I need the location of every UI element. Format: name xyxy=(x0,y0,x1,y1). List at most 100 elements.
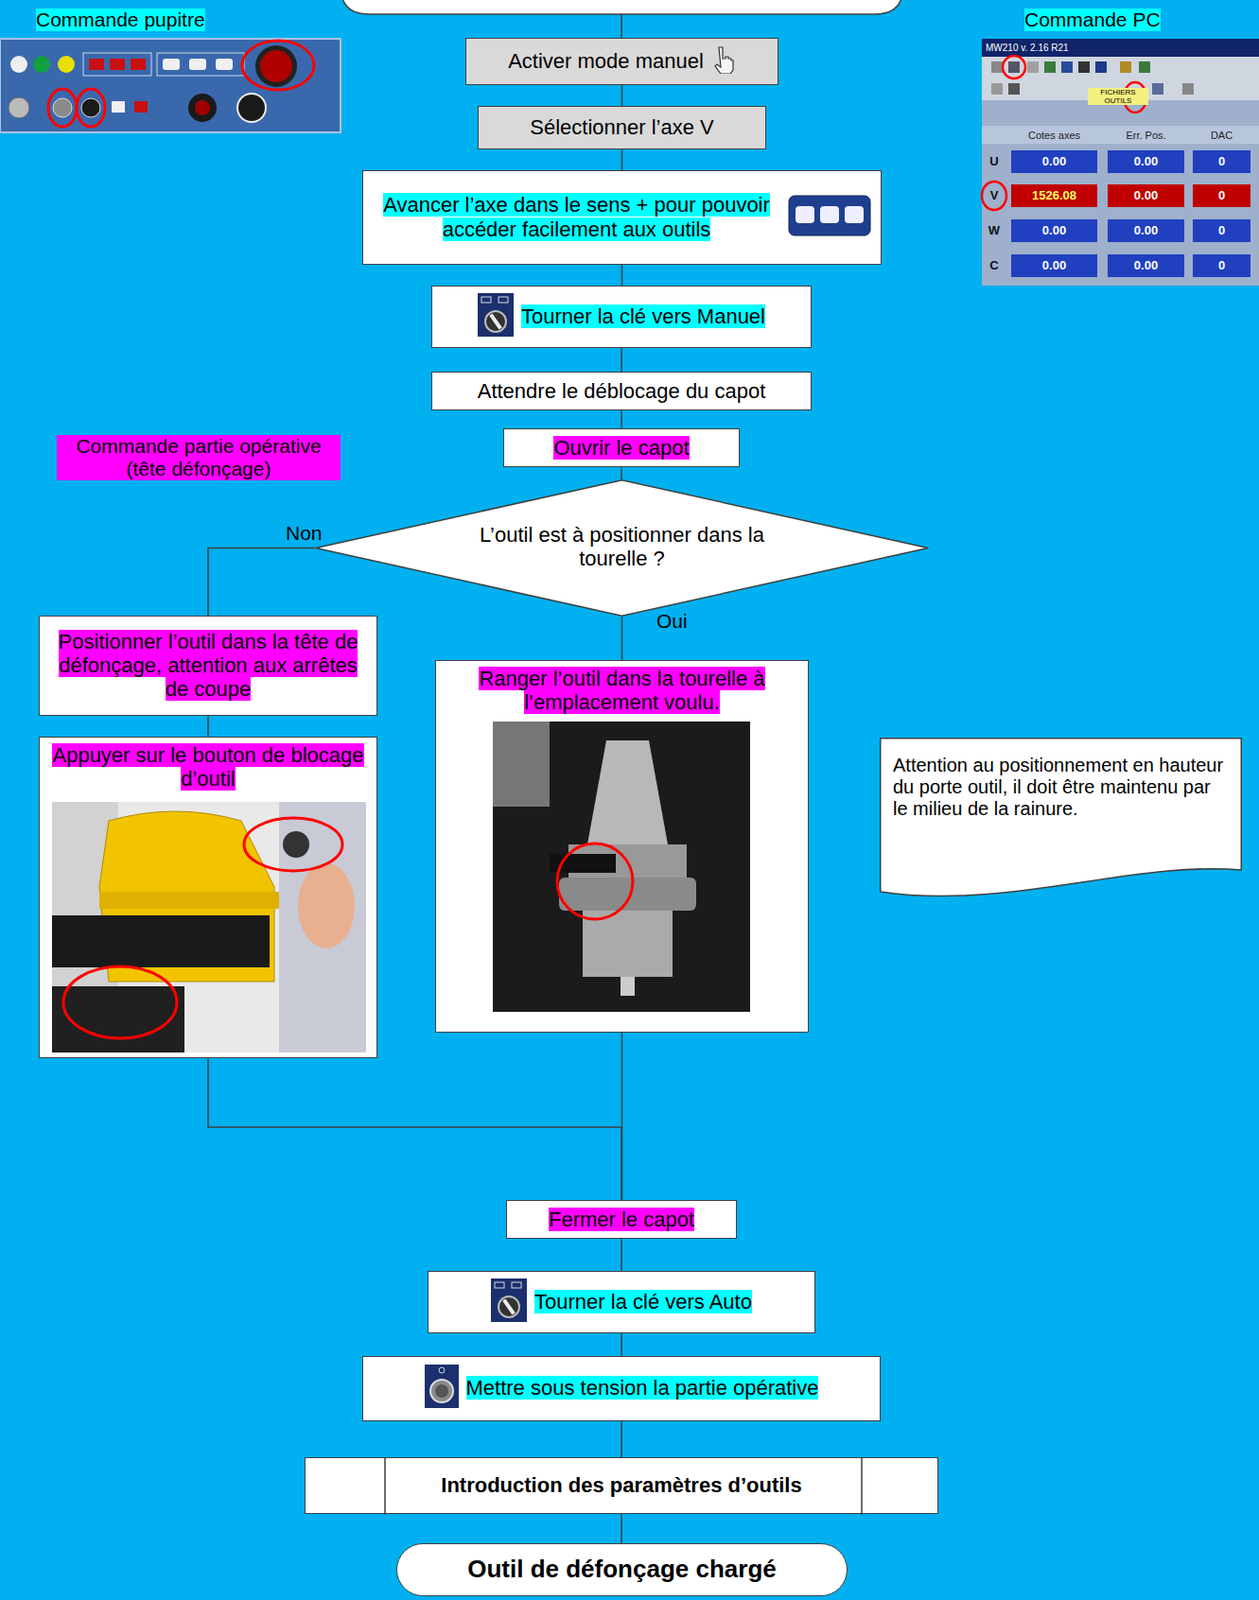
edge-label-text: Oui xyxy=(654,610,690,633)
node-content: Outil de défonçage chargé xyxy=(397,1552,847,1589)
icon xyxy=(490,1278,527,1327)
node-text-block: Introduction des paramètres d’outils xyxy=(440,1473,802,1498)
node-text: Attention au positionnement en hauteur d… xyxy=(892,754,1224,820)
node-content: Tourner la clé vers Auto xyxy=(428,1275,815,1330)
label-text: 0.00 xyxy=(1134,259,1158,274)
label-text: Commande PC xyxy=(1024,8,1161,32)
connector xyxy=(621,616,624,661)
connector xyxy=(207,716,210,737)
label-text: DAC xyxy=(1210,129,1233,142)
table-cell: 0 xyxy=(1192,254,1251,278)
edge-label: Non xyxy=(283,522,325,545)
label-text: MW210 v. 2.16 R21 xyxy=(985,42,1069,54)
table-cell: U xyxy=(983,150,1005,174)
label: Cotes axes xyxy=(1011,127,1098,143)
table-cell: 0 xyxy=(1192,184,1251,208)
process-box: Appuyer sur le bouton de blocage d’outil xyxy=(38,736,378,1059)
node-text-block: Avancer l’axe dans le sens + pour pouvoi… xyxy=(372,192,781,242)
node-content: Ranger l’outil dans la tourelle à l’empl… xyxy=(436,663,808,719)
label-text: 0.00 xyxy=(1042,224,1067,239)
connector xyxy=(621,264,624,286)
node-text: Mettre sous tension la partie opérative xyxy=(466,1376,820,1400)
node-text: Tourner la clé vers Manuel xyxy=(521,304,766,329)
label-text: 0 xyxy=(1218,259,1225,274)
table-cell: 0.00 xyxy=(1107,150,1185,174)
node-text: Appuyer sur le bouton de blocage d’outil xyxy=(52,743,364,791)
process-box: Fermer le capot xyxy=(506,1200,737,1240)
node-text: Activer mode manuel xyxy=(507,49,704,73)
label-text: U xyxy=(989,155,998,170)
label-text: 1526.08 xyxy=(1031,189,1077,204)
label-text: 0 xyxy=(1218,189,1225,204)
connector xyxy=(621,85,624,106)
label-text: C xyxy=(989,259,998,274)
note-box: Attention au positionnement en hauteur d… xyxy=(879,737,1242,904)
table-cell: 0.00 xyxy=(1107,184,1185,208)
connector xyxy=(208,548,315,617)
node-text-block: L’outil est à positionner dans la tourel… xyxy=(475,523,769,572)
label-text: Err. Pos. xyxy=(1125,129,1166,142)
label-text: 0.00 xyxy=(1134,189,1158,204)
table-cell: W xyxy=(983,219,1005,243)
process-box: Ouvrir le capot xyxy=(503,428,740,468)
node-text-block: Attention au positionnement en hauteur d… xyxy=(892,754,1229,821)
node-text-block: Outil de défonçage chargé xyxy=(467,1556,777,1585)
node-text-block: Positionner l’outil dans la tête de défo… xyxy=(49,629,368,702)
photo xyxy=(492,721,751,1013)
process-box: Mettre sous tension la partie opérative xyxy=(362,1356,881,1422)
connector xyxy=(620,1239,623,1272)
node-text: Fermer le capot xyxy=(548,1207,695,1232)
edge-label-text: Non xyxy=(283,522,325,545)
icon xyxy=(711,45,736,78)
connector xyxy=(620,1333,623,1357)
label: DAC xyxy=(1192,127,1251,143)
label-text: 0.00 xyxy=(1042,155,1067,170)
table-cell: 0 xyxy=(1192,150,1251,174)
node-text-block: Ouvrir le capot xyxy=(553,436,689,460)
connector xyxy=(621,149,624,171)
decision-diamond: L’outil est à positionner dans la tourel… xyxy=(314,479,929,617)
node-text-block: Ranger l’outil dans la tourelle à l’empl… xyxy=(445,666,799,716)
process-box: Tourner la clé vers Manuel xyxy=(431,285,812,349)
node-text: Outil de défonçage chargé xyxy=(467,1555,777,1584)
node-text: Attendre le déblocage du capot xyxy=(477,379,767,403)
process-box: Avancer l’axe dans le sens + pour pouvoi… xyxy=(362,170,882,265)
connector xyxy=(620,467,623,480)
end-terminal: Outil de défonçage chargé xyxy=(396,1543,848,1597)
label-text: FICHIERS OUTILS xyxy=(1087,87,1149,105)
node-text: Ouvrir le capot xyxy=(553,436,689,460)
process-box: Attendre le déblocage du capot xyxy=(431,371,812,411)
connector xyxy=(620,1514,623,1544)
node-text: Positionner l’outil dans la tête de défo… xyxy=(58,629,359,702)
label: MW210 v. 2.16 R21 xyxy=(985,39,1194,57)
pc-screenshot xyxy=(981,38,1259,286)
table-cell: C xyxy=(983,254,1005,278)
node-content: Attention au positionnement en hauteur d… xyxy=(879,751,1242,824)
edge-label: Oui xyxy=(654,610,690,633)
node-content: Avancer l’axe dans le sens + pour pouvoi… xyxy=(363,189,881,245)
label-text: 0.00 xyxy=(1134,224,1158,239)
connector xyxy=(621,1032,624,1201)
icon xyxy=(787,194,872,241)
connector xyxy=(620,1421,623,1458)
node-text-block: Mettre sous tension la partie opérative xyxy=(466,1376,820,1400)
node-content: Introduction des paramètres d’outils xyxy=(305,1469,938,1502)
node-text-block: Fermer le capot xyxy=(548,1207,695,1232)
node-text-block: Attendre le déblocage du capot xyxy=(477,379,767,403)
process-box: Ranger l’outil dans la tourelle à l’empl… xyxy=(435,660,809,1033)
table-cell: 0.00 xyxy=(1107,254,1185,278)
icon xyxy=(424,1364,459,1413)
table-cell: 0.00 xyxy=(1011,150,1098,174)
label-text: W xyxy=(988,224,1000,239)
node-content: Activer mode manuel xyxy=(466,41,778,82)
node-content: Positionner l’outil dans la tête de défo… xyxy=(39,626,377,706)
label-text: V xyxy=(990,189,999,204)
table-cell: V xyxy=(983,184,1005,208)
table-cell: 0.00 xyxy=(1011,254,1098,278)
node-content: Ouvrir le capot xyxy=(504,432,739,464)
connector xyxy=(208,1058,622,1201)
node-text: L’outil est à positionner dans la tourel… xyxy=(479,523,765,571)
label: Commande partie opérative (tête défonçag… xyxy=(56,435,341,481)
node-text: Sélectionner l’axe V xyxy=(529,115,714,140)
